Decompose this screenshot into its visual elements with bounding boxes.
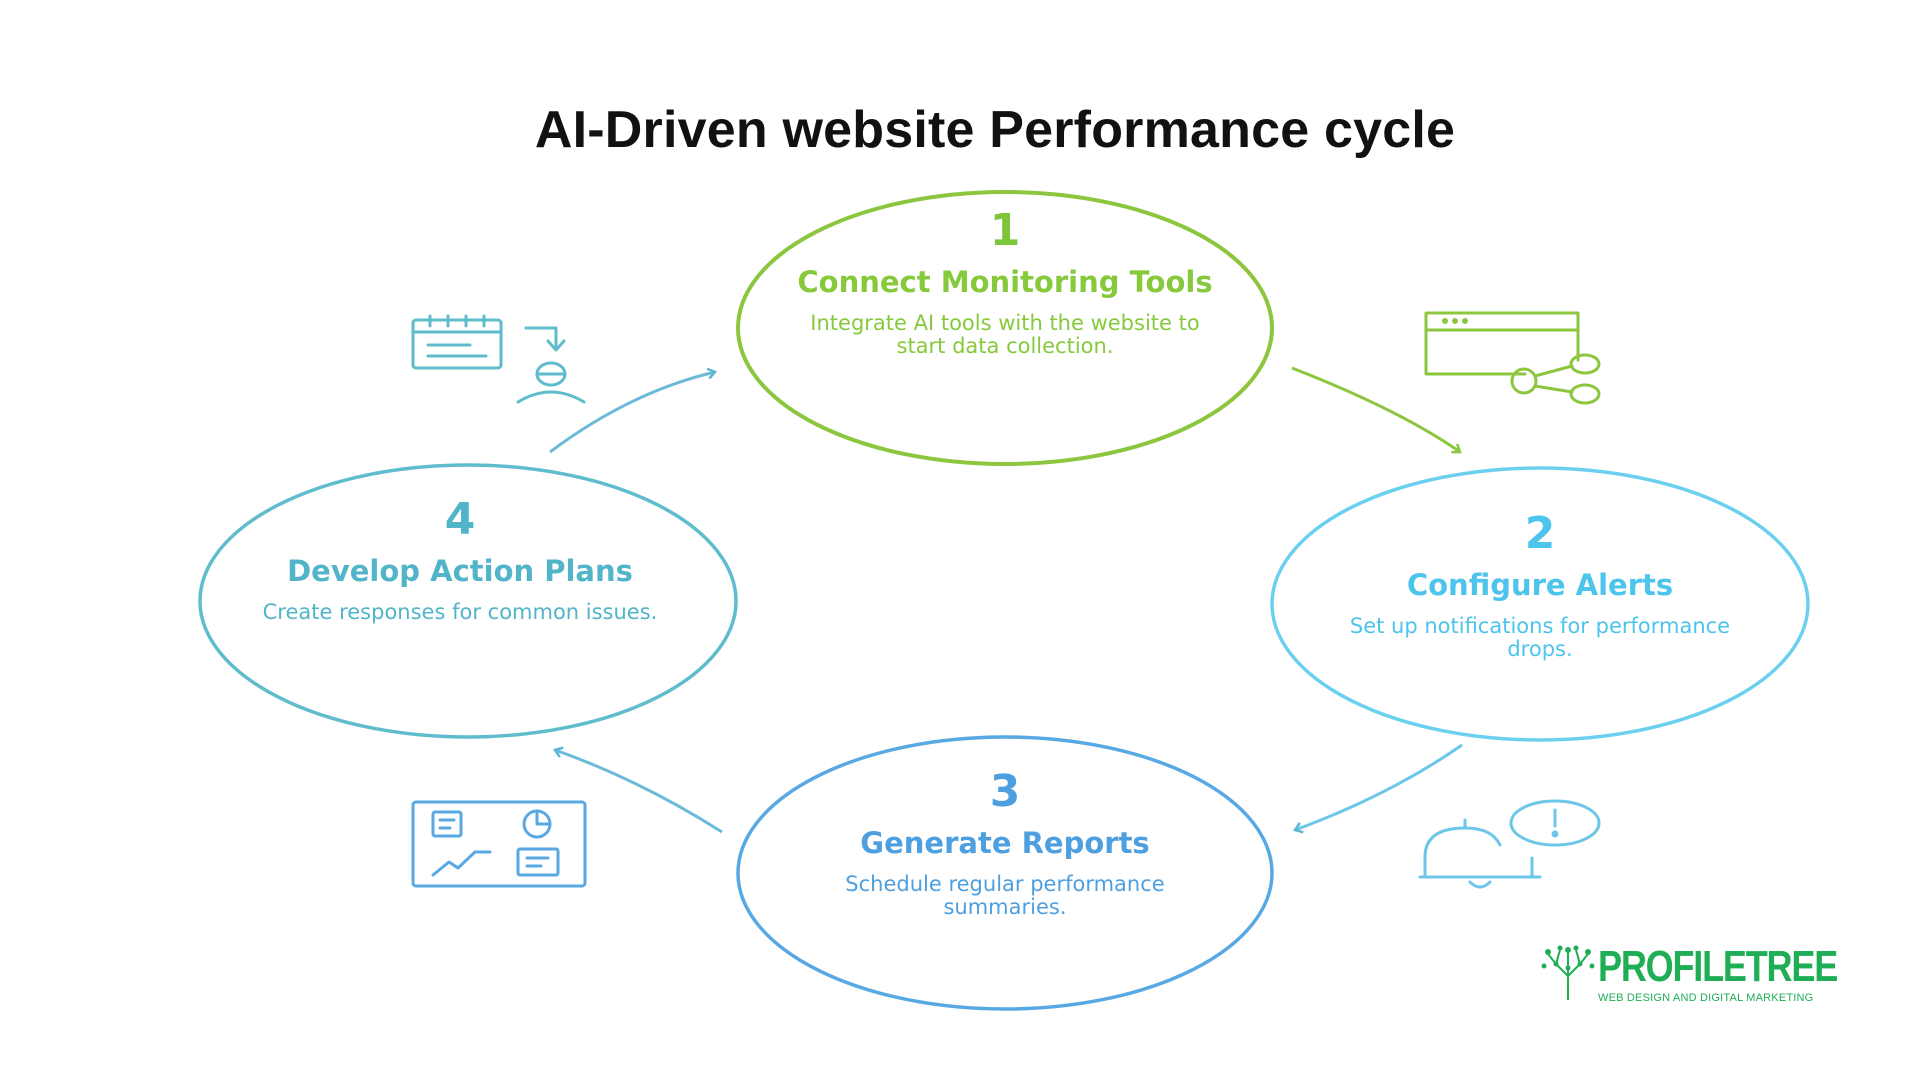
step-1-circle <box>736 190 1274 466</box>
arrow-4-to-1 <box>549 372 715 454</box>
step-3: 3 Generate Reports Schedule regular perf… <box>785 766 1225 919</box>
step-3-circle <box>736 735 1274 1011</box>
logo-name: PROFILETREE <box>1598 942 1838 991</box>
step-2: 2 Configure Alerts Set up notifications … <box>1330 508 1750 661</box>
step-3-number: 3 <box>989 766 1021 817</box>
step-1: 1 Connect Monitoring Tools Integrate AI … <box>785 205 1225 358</box>
step-3-description: Schedule regular performance summaries. <box>845 872 1165 919</box>
step-2-number: 2 <box>1524 508 1556 559</box>
tree-logo-icon <box>1541 945 1595 1000</box>
step-2-description: Set up notifications for performance dro… <box>1349 614 1731 661</box>
step-2-circle <box>1270 466 1810 742</box>
step-4: 4 Develop Action Plans Create responses … <box>235 494 685 624</box>
logo-tagline: WEB DESIGN AND DIGITAL MARKETING <box>1598 992 1814 1004</box>
step-4-description: Create responses for common issues. <box>262 600 658 624</box>
step-1-heading: Connect Monitoring Tools <box>797 265 1213 299</box>
step-3-heading: Generate Reports <box>860 826 1150 860</box>
step-2-heading: Configure Alerts <box>1406 568 1674 602</box>
step-4-heading: Develop Action Plans <box>287 554 633 588</box>
calendar-user-icon <box>411 314 586 404</box>
profiletree-logo: PROFILETREE WEB DESIGN AND DIGITAL MARKE… <box>1540 940 1838 1010</box>
step-4-number: 4 <box>444 494 476 545</box>
dashboard-report-icon <box>411 800 587 888</box>
bell-alert-icon <box>1418 799 1601 889</box>
diagram-title: AI-Driven website Performance cycle <box>534 101 1456 159</box>
arrow-1-to-2 <box>1291 366 1460 452</box>
step-4-circle <box>198 463 738 739</box>
step-1-description: Integrate AI tools with the website to s… <box>810 311 1200 358</box>
browser-share-icon <box>1424 311 1601 405</box>
arrow-2-to-3 <box>1295 743 1463 830</box>
arrow-3-to-4 <box>555 750 723 834</box>
step-1-number: 1 <box>989 205 1021 256</box>
